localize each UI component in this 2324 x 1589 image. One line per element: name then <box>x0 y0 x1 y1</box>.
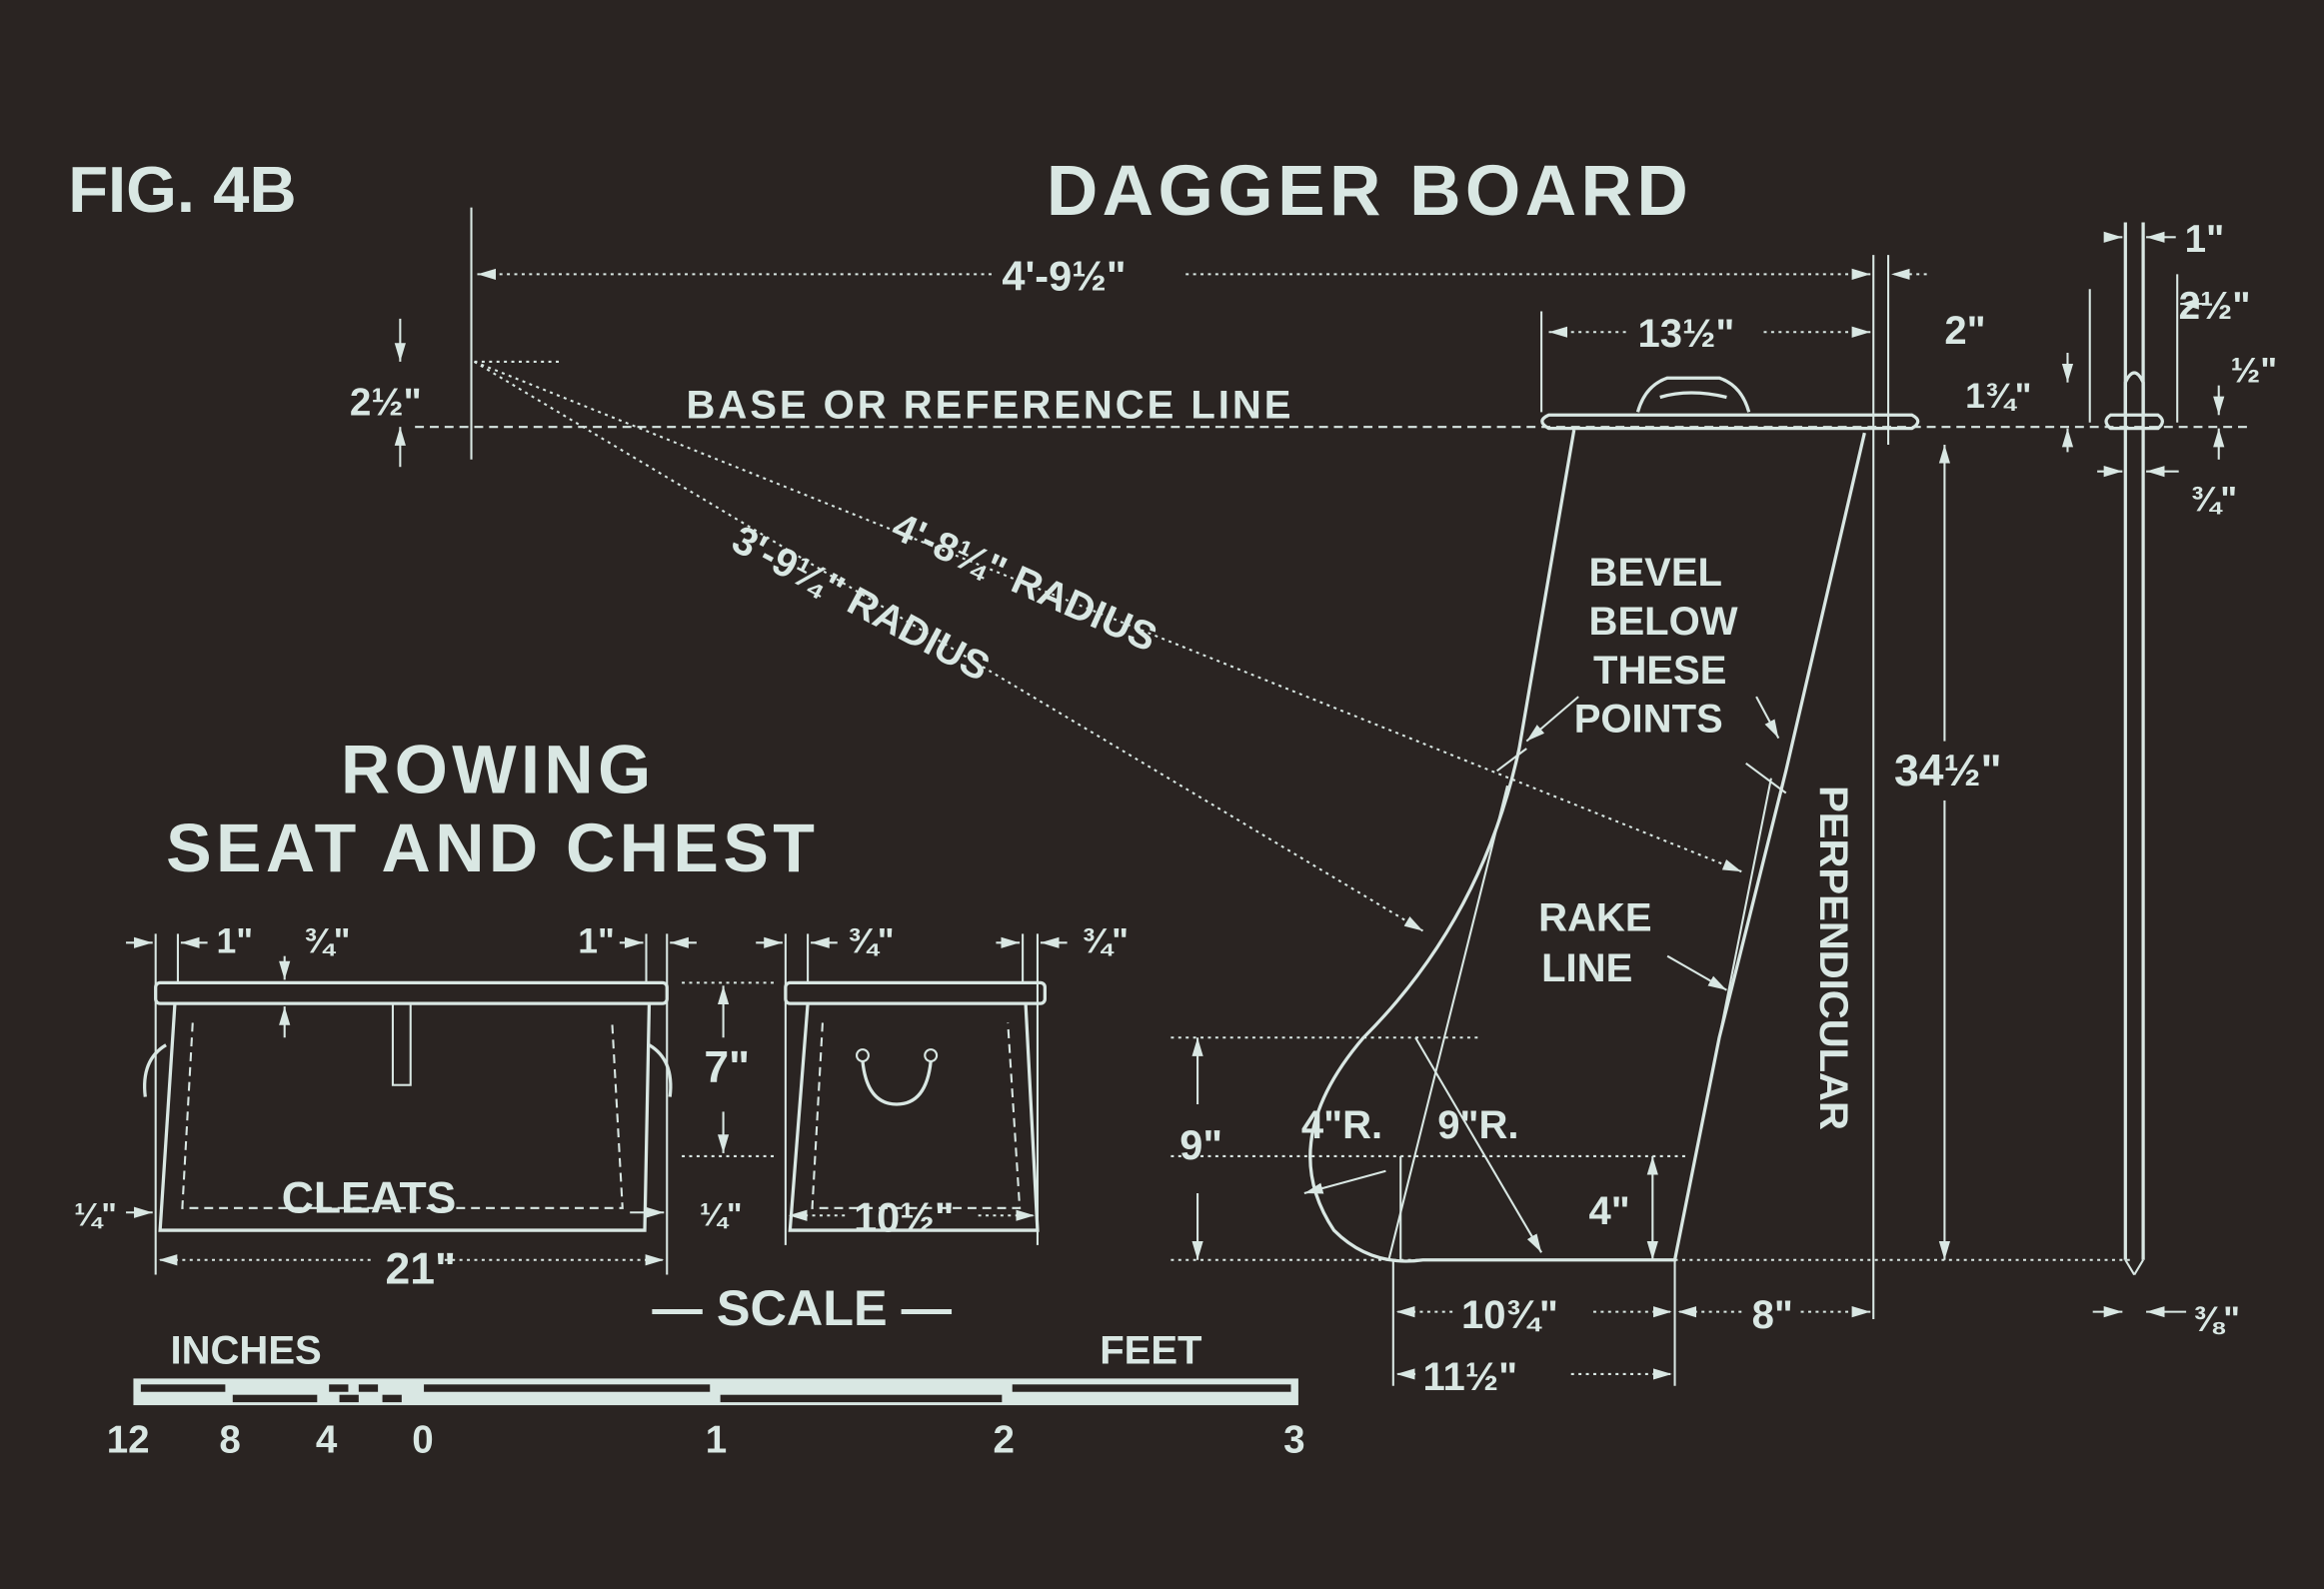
depth-label: 34½" <box>1894 747 2002 795</box>
side-thickness-1-label: 1" <box>2185 218 2225 261</box>
rowing-seat-title-2: SEAT AND CHEST <box>166 810 819 886</box>
side-tip-3-8-label: ⅜" <box>2194 1299 2241 1339</box>
figure-title: DAGGER BOARD <box>1047 152 1692 231</box>
overall-length-label: 4'-9½" <box>1002 253 1126 300</box>
seat-length-label: 21" <box>386 1244 457 1293</box>
scale-inches-label: INCHES <box>171 1329 322 1373</box>
rake-line-label-2: LINE <box>1541 946 1632 990</box>
scale-tick-1: 1 <box>706 1419 727 1462</box>
scale-tick-3: 3 <box>1283 1419 1304 1462</box>
radius-4-label: 4"R. <box>1301 1103 1382 1147</box>
bevel-note-2: BELOW <box>1589 600 1738 644</box>
end-overhang-left-label: ¾" <box>848 921 895 961</box>
seat-width-label: 10½" <box>854 1194 954 1241</box>
top-width-label: 13½" <box>1637 312 1734 356</box>
overall-length-dimension <box>470 207 1890 1320</box>
end-overhang-right-label: ¾" <box>1082 921 1129 961</box>
scale-title: — SCALE — <box>652 1279 952 1336</box>
seat-end-view <box>784 933 1047 1245</box>
bevel-note-1: BEVEL <box>1589 551 1722 595</box>
dagger-board-profile <box>1308 376 1920 1263</box>
cleat-right-label: ¼" <box>700 1196 743 1233</box>
offset-2-label: 2" <box>1944 309 1985 353</box>
seat-overhang-left-label: 1" <box>216 921 253 961</box>
scale-feet-label: FEET <box>1100 1329 1202 1373</box>
seat-front-view <box>143 933 673 1275</box>
side-thickness-3-4-label: ¾" <box>2191 480 2238 520</box>
side-handle-half-label: ½" <box>2231 351 2278 391</box>
offset-4-label: 4" <box>1589 1189 1630 1233</box>
scale-tick-0: 0 <box>412 1419 433 1462</box>
seat-height-label: 7" <box>704 1043 750 1092</box>
bevel-note-4: POINTS <box>1574 698 1723 742</box>
scale-tick-4: 4 <box>316 1419 338 1462</box>
base-line-label: BASE OR REFERENCE LINE <box>687 383 1294 427</box>
bottom-a-label: 10¾" <box>1461 1293 1558 1337</box>
seat-overhang-right-label: 1" <box>578 921 615 961</box>
seat-top-thickness-label: ¾" <box>304 921 351 961</box>
scale-bar <box>133 1378 1298 1406</box>
rake-line-label-1: RAKE <box>1538 895 1651 939</box>
bottom-c-label: 11½" <box>1422 1355 1517 1399</box>
scale-tick-8: 8 <box>219 1419 240 1462</box>
side-handle-2-5-label: 2½" <box>2179 285 2251 328</box>
cleats-label: CLEATS <box>282 1173 457 1222</box>
figure-label: FIG. 4B <box>68 153 296 226</box>
cleat-left-label: ¼" <box>74 1196 117 1233</box>
scale-tick-2: 2 <box>993 1419 1014 1462</box>
rowing-seat-title-1: ROWING <box>341 733 656 808</box>
dagger-board-side-view <box>2088 222 2179 1276</box>
tip-height-label: 9" <box>1179 1121 1222 1168</box>
bevel-note-3: THESE <box>1593 649 1726 693</box>
radius-9-label: 9"R. <box>1437 1103 1518 1147</box>
bottom-b-label: 8" <box>1752 1293 1793 1337</box>
side-handle-1-75-label: 1¾" <box>1965 376 2031 416</box>
base-offset-label: 2½" <box>350 381 422 424</box>
perpendicular-label: PERPENDICULAR <box>1811 786 1855 1130</box>
scale-tick-12: 12 <box>107 1419 150 1462</box>
